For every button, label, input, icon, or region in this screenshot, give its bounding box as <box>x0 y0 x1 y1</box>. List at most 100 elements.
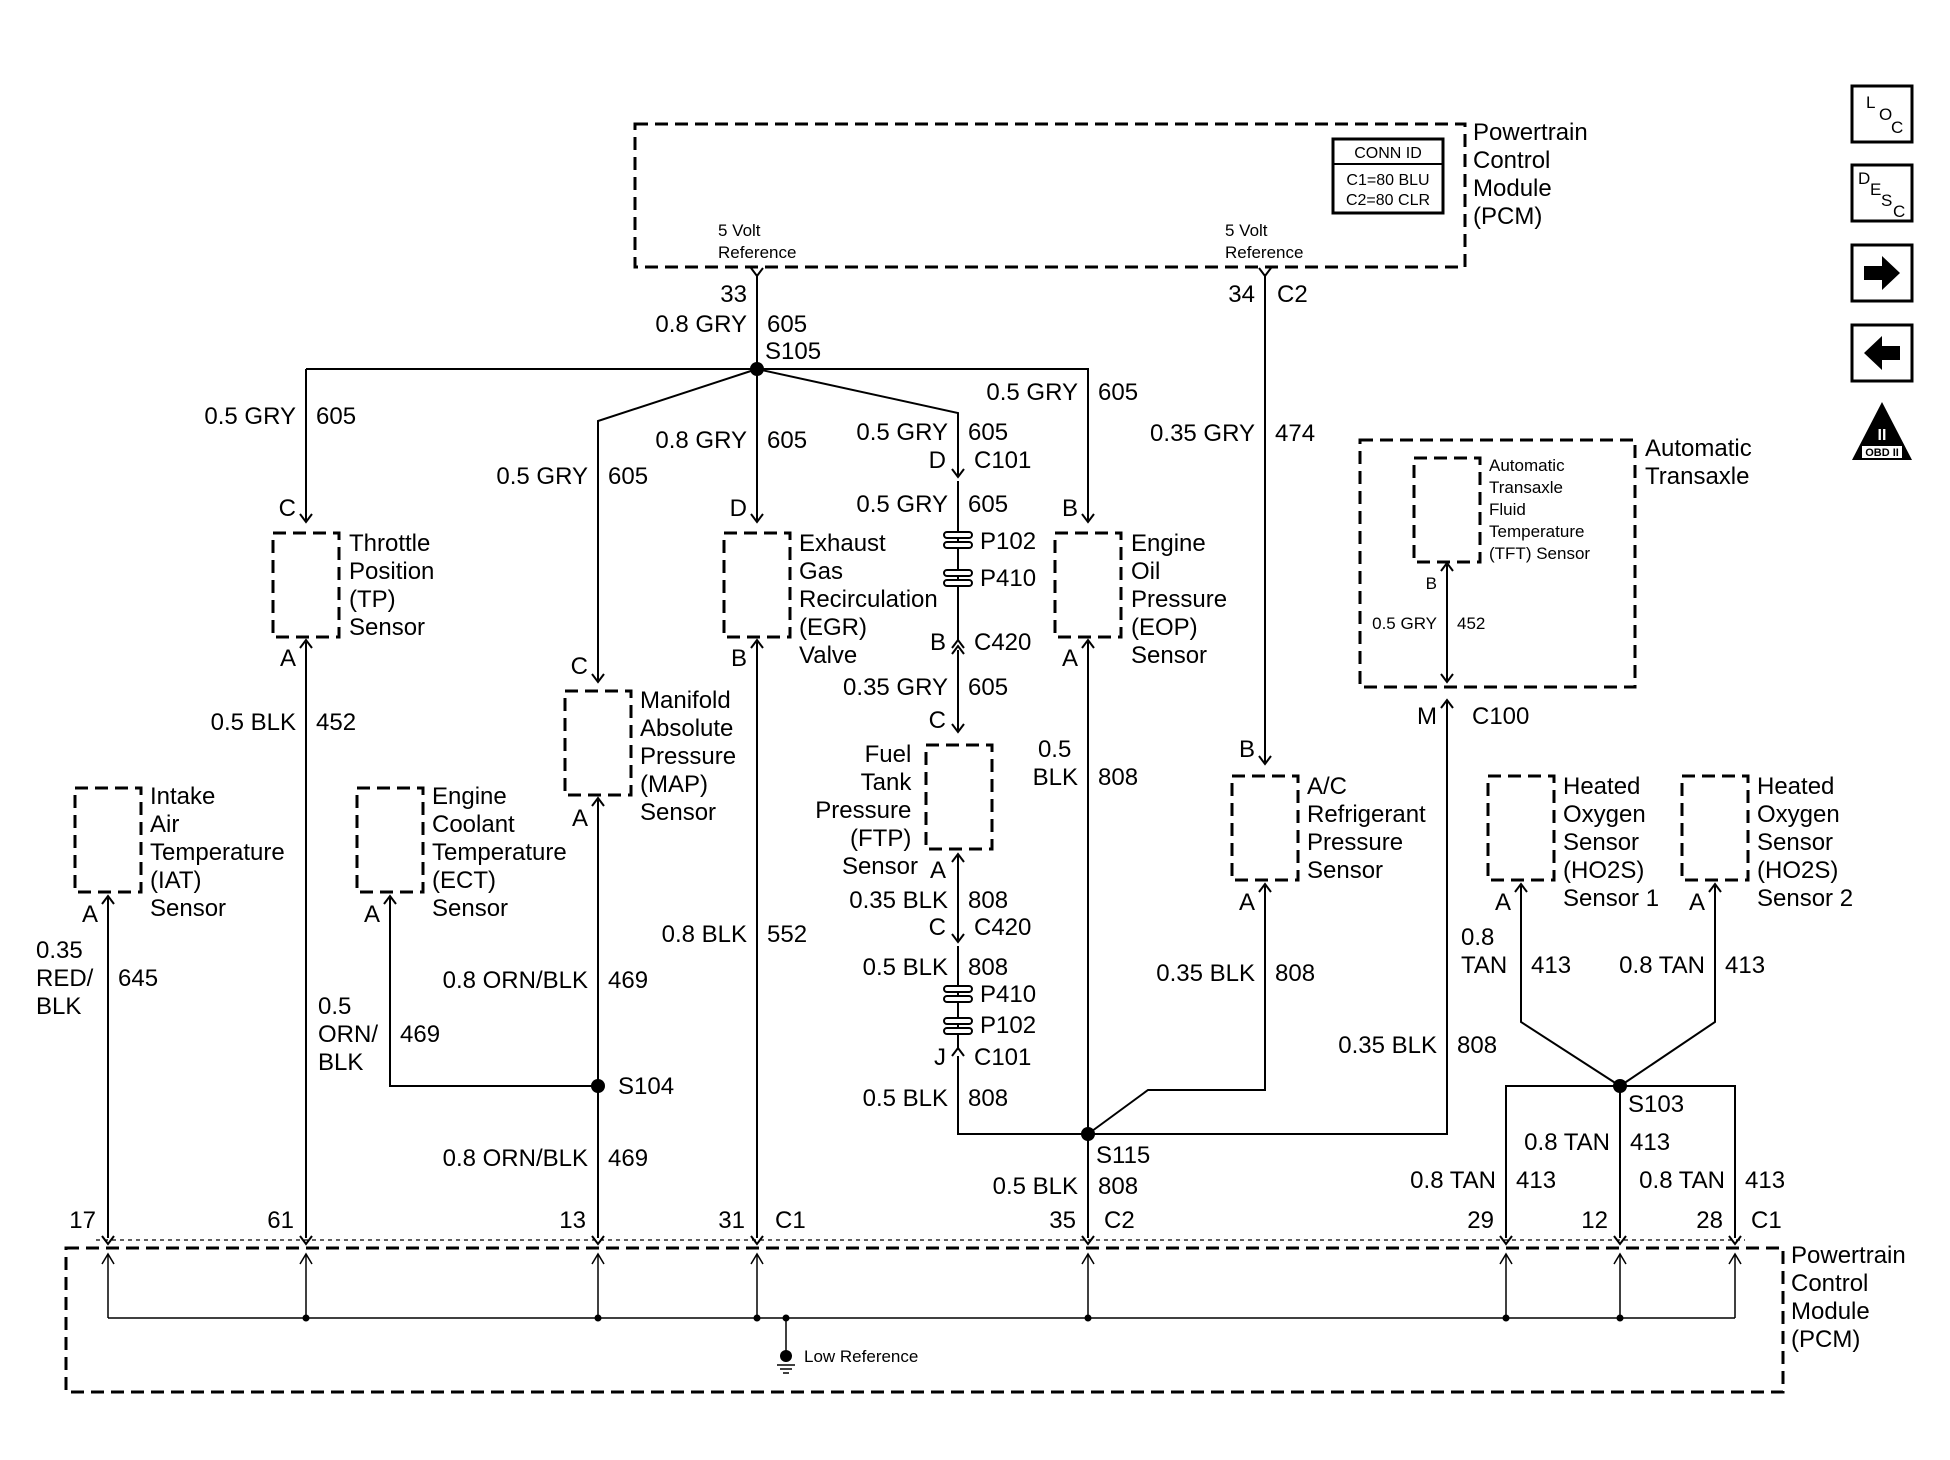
automatic-transaxle-label: Automatic Transaxle <box>1645 435 1758 490</box>
svg-text:452: 452 <box>316 709 356 736</box>
tp-sensor-box <box>271 531 341 639</box>
splice-s104 <box>591 1079 605 1093</box>
svg-text:P410: P410 <box>980 565 1036 592</box>
arrow-left-icon <box>1864 336 1900 370</box>
svg-text:C: C <box>1893 202 1905 221</box>
map-sensor-box <box>563 689 633 797</box>
svg-text:P102: P102 <box>980 528 1036 555</box>
svg-text:605: 605 <box>767 311 807 338</box>
splice-s103-label: S103 <box>1628 1091 1684 1118</box>
svg-text:469: 469 <box>608 1145 648 1172</box>
svg-text:605: 605 <box>968 419 1008 446</box>
svg-text:12: 12 <box>1581 1207 1608 1234</box>
svg-text:C1: C1 <box>775 1207 806 1234</box>
tft-sensor-box <box>1412 456 1482 564</box>
svg-text:605: 605 <box>608 463 648 490</box>
svg-text:D: D <box>929 447 946 474</box>
arrow-right-icon <box>1864 256 1900 290</box>
eop-sensor-box <box>1053 531 1123 639</box>
svg-text:0.8 ORN/BLK: 0.8 ORN/BLK <box>443 967 588 994</box>
svg-text:0.5 GRY: 0.5 GRY <box>856 419 948 446</box>
svg-text:J: J <box>934 1044 946 1071</box>
ftp-sensor-box <box>924 743 994 851</box>
tp-sensor-label: Throttle Position (TP) Sensor <box>349 530 441 641</box>
svg-text:413: 413 <box>1516 1167 1556 1194</box>
svg-text:D: D <box>1858 169 1870 188</box>
svg-text:C420: C420 <box>974 914 1031 941</box>
svg-text:II: II <box>1878 427 1887 444</box>
splice-s115-label: S115 <box>1096 1142 1150 1169</box>
svg-text:E: E <box>1870 180 1881 199</box>
splice-s105-label: S105 <box>765 338 821 365</box>
ho2s1-sensor-label: Heated Oxygen Sensor (HO2S) Sensor 1 <box>1563 773 1659 912</box>
svg-text:0.5 ORN/ BLK: 0.5 ORN/ BLK <box>318 993 385 1076</box>
svg-text:C100: C100 <box>1472 703 1529 730</box>
svg-text:C2: C2 <box>1277 281 1308 308</box>
svg-text:P410: P410 <box>980 981 1036 1008</box>
splices: S105 S104 S115 S103 <box>591 338 1684 1169</box>
conn-id-box: CONN ID C1=80 BLU C2=80 CLR <box>1331 137 1445 215</box>
obd-ii-button[interactable]: II OBD II <box>1852 402 1912 460</box>
svg-text:13: 13 <box>559 1207 586 1234</box>
wire-labels: 33 0.8 GRY 605 34 C2 0.5 GRY 605 0.5 GRY… <box>36 281 1785 1200</box>
svg-text:L: L <box>1866 93 1875 112</box>
loc-button[interactable]: L O C <box>1850 84 1914 144</box>
ho2s2-sensor-box <box>1680 774 1750 882</box>
ac-sensor-box <box>1230 774 1300 882</box>
components: Throttle Position (TP) Sensor Manifold A… <box>73 435 1853 922</box>
prev-button[interactable] <box>1850 323 1914 383</box>
splice-s105 <box>750 362 764 376</box>
svg-text:A: A <box>1689 889 1705 916</box>
svg-text:0.35 BLK: 0.35 BLK <box>1338 1032 1437 1059</box>
svg-text:0.5 BLK: 0.5 BLK <box>1033 736 1078 791</box>
pcm-top-module: Powertrain Control Module (PCM) CONN ID … <box>633 119 1588 269</box>
svg-text:C: C <box>279 495 296 522</box>
svg-text:B: B <box>731 645 747 672</box>
svg-text:0.8 TAN: 0.8 TAN <box>1410 1167 1496 1194</box>
iat-sensor-box <box>73 786 143 894</box>
pcm-bottom-name: Powertrain Control Module (PCM) <box>1791 1242 1912 1353</box>
svg-text:M: M <box>1417 703 1437 730</box>
svg-text:OBD II: OBD II <box>1865 447 1899 459</box>
nav-buttons: L O C D E S C II OBD II <box>1850 84 1914 460</box>
svg-text:C: C <box>1891 118 1903 137</box>
svg-text:808: 808 <box>1457 1032 1497 1059</box>
svg-text:469: 469 <box>400 1021 440 1048</box>
eop-sensor-label: Engine Oil Pressure (EOP) Sensor <box>1131 530 1234 669</box>
svg-text:413: 413 <box>1630 1129 1670 1156</box>
svg-text:C2=80 CLR: C2=80 CLR <box>1346 192 1430 209</box>
svg-text:35: 35 <box>1049 1207 1076 1234</box>
svg-text:A: A <box>1239 889 1255 916</box>
svg-text:808: 808 <box>1098 764 1138 791</box>
svg-text:C: C <box>929 914 946 941</box>
svg-text:A: A <box>930 857 946 884</box>
svg-text:0.8 GRY: 0.8 GRY <box>655 311 747 338</box>
ect-sensor-label: Engine Coolant Temperature (ECT) Sensor <box>432 783 573 922</box>
svg-text:0.35 BLK: 0.35 BLK <box>849 887 948 914</box>
svg-text:0.35 BLK: 0.35 BLK <box>1156 960 1255 987</box>
svg-text:0.5 GRY: 0.5 GRY <box>986 379 1078 406</box>
automatic-transaxle-box <box>1358 438 1637 689</box>
svg-text:808: 808 <box>968 887 1008 914</box>
svg-text:0.5 BLK: 0.5 BLK <box>993 1173 1078 1200</box>
svg-text:P102: P102 <box>980 1012 1036 1039</box>
svg-text:0.8 ORN/BLK: 0.8 ORN/BLK <box>443 1145 588 1172</box>
svg-text:808: 808 <box>968 1085 1008 1112</box>
svg-text:0.8 TAN: 0.8 TAN <box>1461 924 1507 979</box>
svg-text:A: A <box>364 901 380 928</box>
svg-text:605: 605 <box>1098 379 1138 406</box>
obd-ii-icon <box>1852 402 1912 460</box>
svg-text:B: B <box>930 629 946 656</box>
next-button[interactable] <box>1850 243 1914 303</box>
svg-text:605: 605 <box>968 674 1008 701</box>
splice-s103 <box>1613 1079 1627 1093</box>
desc-button[interactable]: D E S C <box>1850 163 1914 223</box>
svg-text:C: C <box>571 653 588 680</box>
svg-text:61: 61 <box>267 1207 294 1234</box>
svg-text:C101: C101 <box>974 447 1031 474</box>
svg-text:17: 17 <box>69 1207 96 1234</box>
svg-text:A: A <box>82 901 98 928</box>
svg-text:C101: C101 <box>974 1044 1031 1071</box>
svg-text:C1: C1 <box>1751 1207 1782 1234</box>
